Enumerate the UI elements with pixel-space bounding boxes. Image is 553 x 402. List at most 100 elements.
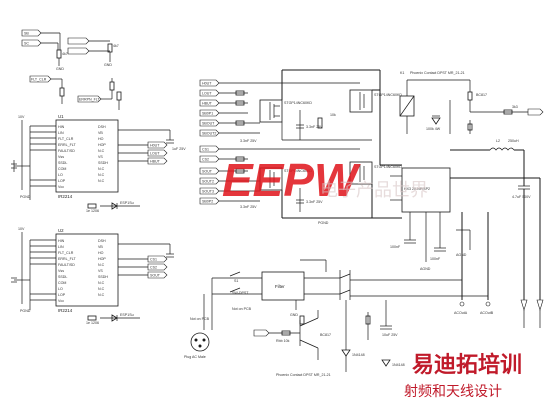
port-out-a xyxy=(147,255,168,263)
svg-text:SSDH: SSDH xyxy=(98,161,108,165)
gate-ports-bottom: CS1 CS2 SOUT SOUT2 SOUT3 SB0P2 xyxy=(199,145,360,205)
mosfet-bottom-pair: STGP14NC60KD STGP14NC60KD 3.3nF 25V 3.3n… xyxy=(240,161,402,225)
svg-text:LO: LO xyxy=(58,287,63,291)
svg-text:FLT_CLR: FLT_CLR xyxy=(58,137,74,141)
svg-text:HBUT: HBUT xyxy=(150,160,161,164)
gate-ports-top: H0UT LOUT HBUT SB0P1 SBOUT SBOUT2 xyxy=(199,79,360,137)
agnd-label: AGND xyxy=(456,253,467,257)
net-label: SC xyxy=(24,42,29,46)
svg-text:CS1: CS1 xyxy=(150,258,157,262)
watermark-brand: 易迪拓培训 射频和天线设计 xyxy=(404,352,522,399)
cap-label: 10uF 25V xyxy=(382,333,398,337)
svg-text:COM: COM xyxy=(58,281,66,285)
svg-text:FAULT/SD: FAULT/SD xyxy=(58,263,75,267)
svg-text:LIN: LIN xyxy=(58,131,64,135)
cap-label: 100nF xyxy=(390,245,401,249)
svg-text:DSH: DSH xyxy=(98,239,106,243)
svg-text:LOP: LOP xyxy=(58,179,66,183)
gnd-label: GND xyxy=(290,313,298,317)
svg-text:HIN: HIN xyxy=(58,239,65,243)
svg-text:LOUT: LOUT xyxy=(202,92,212,96)
diode-label: ESP1Su xyxy=(120,201,134,205)
watermark-logo-text: EEPW xyxy=(222,154,361,206)
svg-text:N.C: N.C xyxy=(98,263,105,267)
svg-text:FLT_CLR: FLT_CLR xyxy=(58,251,74,255)
svg-text:CS2: CS2 xyxy=(202,158,209,162)
switch-type: SW-DPST xyxy=(232,291,249,295)
svg-text:SOUT2: SOUT2 xyxy=(202,180,214,184)
port-out-b xyxy=(147,263,168,271)
port-k2-ctl xyxy=(253,329,270,337)
svg-text:Vcc: Vcc xyxy=(58,185,64,189)
input-network-top-left: SB SC 4k7 GND 4k7 GND FLT_CLR ERRPN_FLT xyxy=(21,29,122,110)
mosfet-top-pair: STGP14NC60KD STGP14NC60KD 3.3nF 25V 3.3n… xyxy=(240,69,402,165)
supply-10v: 10V xyxy=(18,227,25,231)
resistor-label: 100k 4W xyxy=(426,127,441,131)
port-errpn-flt xyxy=(77,95,102,103)
svg-text:LOUT: LOUT xyxy=(150,152,160,156)
svg-text:N.C: N.C xyxy=(98,281,105,285)
sensor-name: HX3 20-NP/SP2 xyxy=(404,187,430,191)
resistor-label: 1e 1206 xyxy=(86,321,99,325)
pgnd-label: PGND xyxy=(318,221,329,225)
svg-text:Vss: Vss xyxy=(58,269,64,273)
svg-text:SBOUT2: SBOUT2 xyxy=(202,132,216,136)
cap-label: 4.7uF 500V xyxy=(512,195,531,199)
cap-label: 3.3nF 25V xyxy=(306,125,323,129)
svg-text:ERRL_FLT: ERRL_FLT xyxy=(58,257,77,261)
cap-label: 1uF 25V xyxy=(172,147,186,151)
resistor-label: 10k xyxy=(330,113,336,117)
svg-text:N.C: N.C xyxy=(98,179,105,183)
transistor-label: BC817 xyxy=(320,333,331,337)
svg-text:LIN: LIN xyxy=(58,245,64,249)
gnd-label: GND xyxy=(104,63,112,67)
svg-text:SSDL: SSDL xyxy=(58,275,67,279)
port-sb-2 xyxy=(67,37,90,45)
resistor-label: 3k3 xyxy=(512,105,518,109)
switch-label: S1 xyxy=(234,279,238,283)
inductor-l2 xyxy=(489,147,515,151)
svg-text:ERRL_FLT: ERRL_FLT xyxy=(58,143,77,147)
ic-u2-title: U2 xyxy=(58,228,64,233)
mosfet-label: STGP14NC60KD xyxy=(374,93,402,97)
svg-text:N.C: N.C xyxy=(98,293,105,297)
ic-u1-name: IR2214 xyxy=(58,194,73,199)
svg-text:FAULT/SD: FAULT/SD xyxy=(58,149,75,153)
svg-text:LOP: LOP xyxy=(58,293,66,297)
port-sc-2 xyxy=(67,47,90,55)
net-label: SB xyxy=(24,32,29,36)
output-a-label: ACOutA xyxy=(454,311,468,315)
svg-text:VB: VB xyxy=(98,245,103,249)
supply-10v: 10V xyxy=(18,115,25,119)
ic-u1: U1 IR2214 HIN LIN FLT_CLR ERRL_FLT FAULT… xyxy=(11,114,186,213)
ic-u1-title: U1 xyxy=(58,114,64,119)
ic-u2: U2 IR2214 HIN LIN FLT_CLR ERRL_FLT FAULT… xyxy=(11,227,174,325)
svg-text:SOUT: SOUT xyxy=(202,170,213,174)
input-filter-area: Filter S1 SW-DPST Not on PCB Not on PCB … xyxy=(184,259,488,359)
net-label: ERRPN_FLT xyxy=(79,98,101,102)
resistor-label: 1e 1206 xyxy=(86,209,99,213)
svg-text:VS: VS xyxy=(98,269,103,273)
pgnd-label: PGND xyxy=(20,309,31,313)
output-terminal xyxy=(536,299,544,312)
cap-label: 100nF xyxy=(430,257,441,261)
ic-u2-left-pins: HIN LIN FLT_CLR ERRL_FLT FAULT/SD Vss SS… xyxy=(58,239,77,303)
port-sc xyxy=(21,39,42,47)
cap-label: 3.3nF 25V xyxy=(306,200,323,204)
svg-text:SB0P2: SB0P2 xyxy=(202,200,213,204)
resistor-value: 4k7 xyxy=(113,44,119,48)
agnd-label: AGND xyxy=(420,267,431,271)
resistor-value: 4k7 xyxy=(62,52,68,56)
svg-text:SSDH: SSDH xyxy=(98,275,108,279)
svg-text:H0UT: H0UT xyxy=(150,144,160,148)
svg-text:SOUT: SOUT xyxy=(150,274,161,278)
svg-text:VS: VS xyxy=(98,155,103,159)
ic-u1-left-pins: HIN LIN FLT_CLR ERRL_FLT FAULT/SD Vss SS… xyxy=(58,125,77,189)
diode-relay-2 xyxy=(341,349,351,357)
relay-label: Phoenix Contact DPST MR_21-21 xyxy=(410,71,465,75)
plug-ac xyxy=(190,332,210,352)
cap-label: 3.3nF 25V xyxy=(240,205,257,209)
svg-text:SBOUT: SBOUT xyxy=(202,122,215,126)
